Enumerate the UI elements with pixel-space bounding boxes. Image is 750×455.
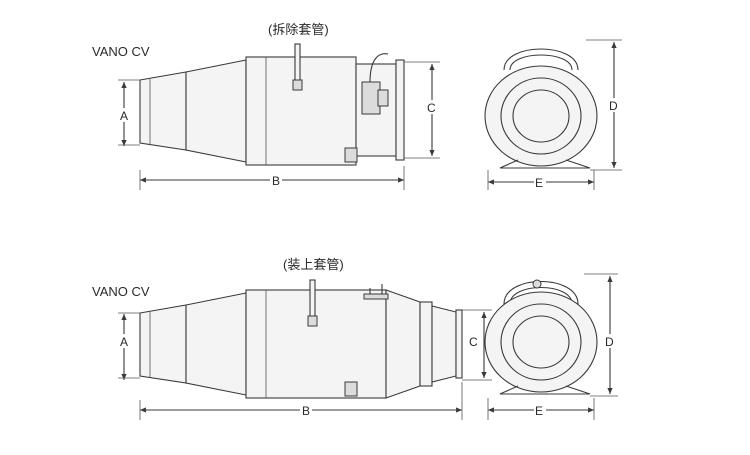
bottom-dim-c-label: C: [469, 335, 478, 349]
top-dim-d-label: D: [609, 99, 618, 113]
bottom-handle-clip: [307, 315, 318, 327]
bottom-outlet-flange: [455, 309, 463, 379]
bottom-dim-d-label: D: [605, 335, 614, 349]
top-dim-e-label: E: [535, 176, 543, 190]
top-dim-b-label: B: [272, 174, 280, 188]
top-caption: (拆除套管): [268, 22, 329, 37]
bottom-stand: [499, 385, 591, 395]
bottom-dim-a-label: A: [120, 335, 128, 349]
bottom-model-label: VANO CV: [92, 284, 150, 299]
top-dim-c-label: C: [427, 101, 436, 115]
top-side-view: [139, 43, 405, 166]
bottom-outlet-cone: [431, 305, 457, 383]
bottom-caption: (装上套管): [283, 257, 344, 272]
top-end-view: [484, 48, 598, 169]
top-inlet-cone: [139, 71, 187, 151]
top-cable: [369, 53, 389, 83]
bottom-sleeve-taper: [385, 289, 421, 399]
top-handle-clip: [292, 79, 303, 91]
bottom-sleeve-ring: [419, 301, 433, 387]
top-impeller-opening: [512, 89, 570, 143]
top-carry-handle: [503, 48, 579, 71]
bottom-diagram: VANO CV (装上套管) A: [92, 257, 618, 420]
bottom-end-view: [484, 279, 598, 395]
bottom-impeller-opening: [512, 315, 570, 369]
bottom-bottom-tab: [344, 381, 358, 397]
top-cable-gland: [377, 89, 389, 107]
top-handle-post: [294, 43, 301, 85]
top-rear-flange: [395, 59, 405, 161]
top-stand: [499, 159, 591, 169]
top-diagram: VANO CV (拆除套管): [92, 22, 622, 190]
top-motor-body: [245, 56, 357, 166]
bottom-carry-handle: [503, 280, 579, 305]
bottom-side-view: [139, 279, 463, 399]
bottom-dim-b-label: B: [302, 404, 310, 418]
top-transition: [185, 59, 247, 163]
bottom-dim-e-label: E: [535, 404, 543, 418]
bottom-transition: [185, 292, 247, 396]
top-dim-a-label: A: [120, 109, 128, 123]
bottom-inlet-cone: [139, 304, 187, 384]
bottom-motor-body: [245, 289, 387, 399]
top-junction-box: [361, 81, 381, 115]
top-model-label: VANO CV: [92, 44, 150, 59]
top-bottom-tab: [344, 147, 358, 163]
